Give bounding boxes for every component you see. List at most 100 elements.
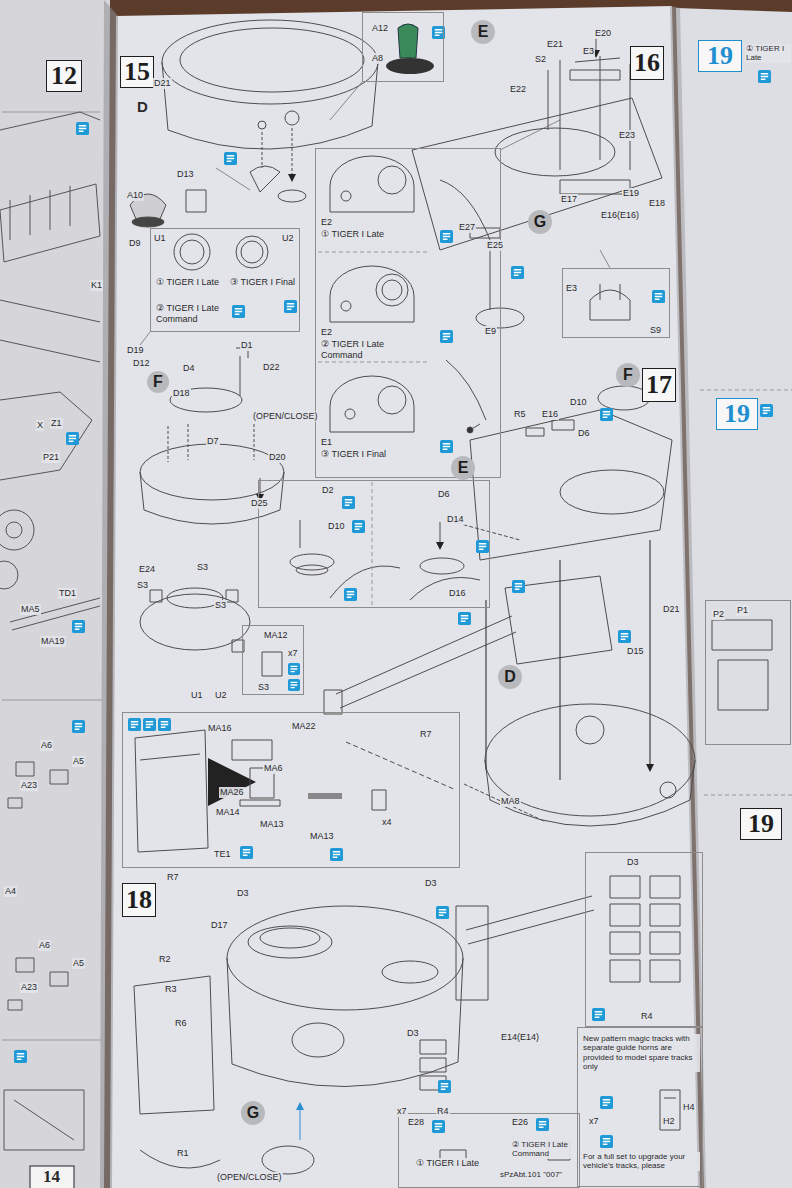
step-number: 17 — [646, 372, 672, 398]
letter-text: F — [623, 367, 633, 383]
step-number: 12 — [51, 63, 77, 89]
step-16-turret-roof — [412, 38, 662, 328]
subassembly-letter: G — [528, 210, 552, 234]
panel-text: MA14 — [215, 807, 241, 818]
panel-text: E3 — [565, 283, 578, 294]
panel-text: MA22 — [291, 721, 317, 732]
part-number: A23 — [20, 780, 38, 791]
part-number: E24 — [138, 564, 156, 575]
part-number: A23 — [20, 982, 38, 993]
part-number: D — [136, 98, 149, 116]
page-frames — [2, 112, 792, 1040]
panel-text: H4 — [682, 1102, 696, 1113]
step-number-box: 12 — [46, 60, 82, 92]
part-number: D20 — [268, 452, 287, 463]
part-number: R6 — [174, 1018, 188, 1029]
panel-text: S9 — [649, 325, 662, 336]
part-number: E27 — [458, 222, 476, 233]
letter-text: G — [534, 214, 546, 230]
part-number: S3 — [214, 600, 227, 611]
panel-text: H2 — [662, 1116, 676, 1127]
part-number: A6 — [40, 740, 53, 751]
panel-text: x7 — [588, 1116, 600, 1127]
panel-text: sPzAbt.101 "007" — [499, 1170, 577, 1179]
part-number: A5 — [72, 756, 85, 767]
part-number: D1 — [240, 340, 254, 351]
part-number: R2 — [158, 954, 172, 965]
variant-rings — [140, 234, 268, 345]
part-number: D16 — [448, 588, 467, 599]
part-number: D15 — [626, 646, 645, 657]
part-number: E16 — [541, 409, 559, 420]
part-number: S3 — [136, 580, 149, 591]
panel-text: MA13 — [309, 831, 335, 842]
panel-text: For a full set to upgrade your vehicle's… — [582, 1152, 700, 1171]
step-number: 19 — [748, 811, 774, 837]
panel-text: D3 — [626, 857, 640, 868]
part-number: E9 — [484, 326, 497, 337]
panel-text: ① TIGER I Late — [415, 1158, 497, 1169]
part-number: D3 — [236, 888, 250, 899]
subassembly-letter: D — [498, 665, 522, 689]
part-number: Z1 — [50, 418, 63, 429]
panel-text: A12 — [371, 23, 389, 34]
panel-text: E26 — [511, 1117, 529, 1128]
part-number: D17 — [210, 920, 229, 931]
panel-text: U1 — [153, 233, 167, 244]
part-number: D14 — [446, 514, 465, 525]
letter-text: E — [458, 460, 469, 476]
step-number-box: 18 — [122, 883, 156, 917]
part-number: (OPEN/CLOSE) — [216, 1172, 283, 1183]
part-number: R4 — [436, 1106, 450, 1117]
part-number: D10 — [569, 397, 588, 408]
panel-text: New pattern magic tracks with separate g… — [582, 1034, 700, 1072]
panel-text: MA13 — [259, 819, 285, 830]
part-number: D25 — [250, 498, 269, 509]
panel-text: D2 — [321, 485, 335, 496]
callout-panel: E3S9 — [562, 268, 670, 338]
part-number: A4 — [4, 886, 17, 897]
part-number: A5 — [72, 958, 85, 969]
panel-text: ② TIGER I Late Command — [511, 1140, 575, 1159]
subassembly-letter: F — [616, 363, 640, 387]
part-number: x7 — [396, 1106, 408, 1117]
callout-a12-part — [330, 24, 434, 120]
part-number: E21 — [546, 39, 564, 50]
part-number: 14 — [42, 1168, 61, 1185]
panel-text: R4 — [640, 1011, 654, 1022]
letter-text: E — [478, 24, 489, 40]
subassembly-letter: G — [241, 1101, 265, 1125]
step-number-box: 17 — [642, 368, 676, 402]
part-number: E19 — [622, 188, 640, 199]
panel-text: P2 — [712, 609, 725, 620]
part-number: D18 — [172, 388, 191, 399]
part-number: MA19 — [40, 636, 66, 647]
panel-text: ③ TIGER I Final — [320, 449, 412, 460]
callout-panel: MA12x7S3 — [242, 625, 304, 695]
left-page-drawings — [0, 112, 100, 1188]
panel-text: MA26 — [219, 787, 245, 798]
step-number: 16 — [634, 50, 660, 76]
part-number: A6 — [38, 940, 51, 951]
part-number: R3 — [164, 984, 178, 995]
panel-text: S3 — [257, 682, 270, 693]
panel-text: MA12 — [263, 630, 289, 641]
part-number: E20 — [594, 28, 612, 39]
part-number: S2 — [534, 54, 547, 65]
panel-text: E2 — [320, 217, 333, 228]
panel-text: E1 — [320, 437, 333, 448]
part-number: E23 — [618, 130, 636, 141]
hatch-detail — [290, 482, 480, 606]
step-f-periscope-ring — [140, 588, 282, 676]
letter-text: F — [153, 374, 163, 390]
callout-panel: P2P1 — [705, 600, 791, 745]
roof-variants — [318, 120, 560, 433]
part-number: A10 — [126, 190, 144, 201]
step-f-cupola — [140, 348, 284, 524]
part-number: D9 — [128, 238, 142, 249]
panel-text: TE1 — [213, 849, 232, 860]
step-number-box: 19 — [740, 808, 782, 840]
panel-text: ② TIGER I Late Command — [320, 339, 422, 360]
